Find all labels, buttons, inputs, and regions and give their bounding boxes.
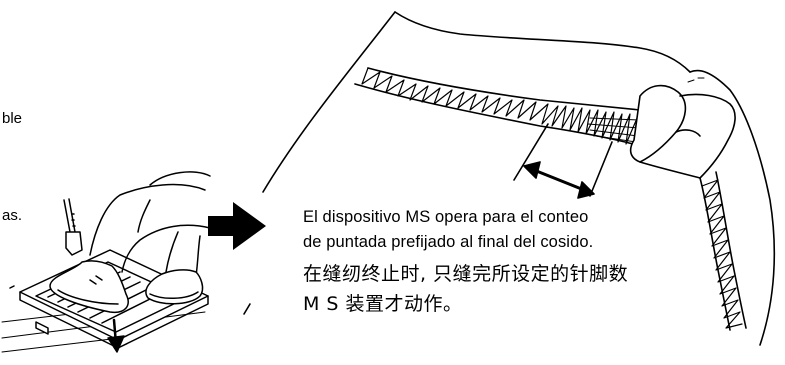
- big-right-arrow: [208, 202, 266, 250]
- fabric-illustration: [243, 11, 776, 346]
- press-down-arrow: [107, 318, 125, 353]
- fabric-flap: [629, 84, 687, 163]
- operator-left-leg: [49, 183, 211, 314]
- foot-pedal-illustration: [1, 171, 211, 353]
- caption-spanish-line: de puntada prefijado al final del cosido…: [303, 233, 594, 251]
- stitch-count-dimension: [513, 123, 613, 199]
- caption-spanish-line: El dispositivo MS opera para el conteo: [303, 208, 589, 226]
- left-text-fragment: ble: [2, 110, 23, 127]
- left-text-fragment: as.: [2, 207, 23, 224]
- operator-right-leg: [145, 171, 211, 305]
- caption-chinese-line: 在缝纫终止时, 只缝完所设定的针脚数: [303, 263, 629, 285]
- side-chain-stitch: [701, 179, 743, 329]
- caption-chinese-line: M S 装置才动作。: [303, 293, 463, 315]
- chain-stitch: [361, 67, 639, 147]
- fabric-outline: [262, 11, 396, 193]
- description-caption: El dispositivo MS opera para el conteo d…: [303, 205, 743, 319]
